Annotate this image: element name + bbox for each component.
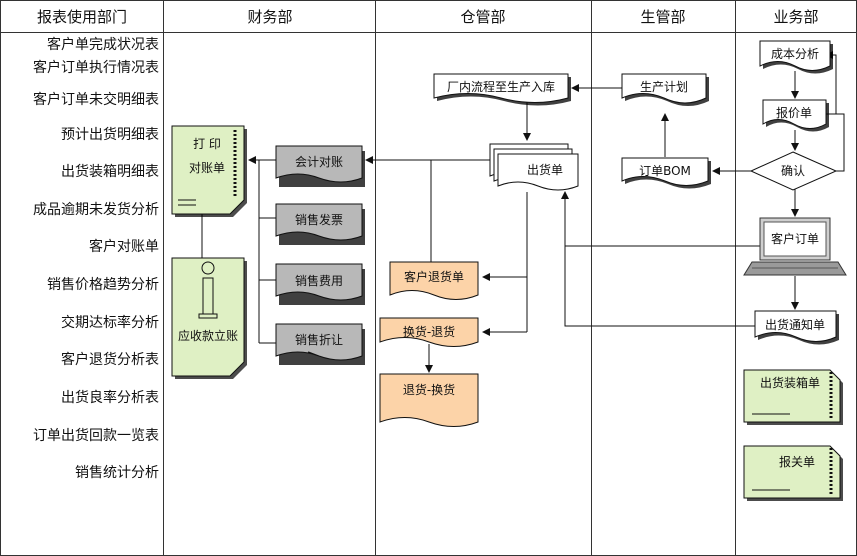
accounting-check-doc[interactable]: 会计对账 [275, 145, 365, 187]
ar-ledger-note[interactable]: 应收款立账 [171, 257, 247, 379]
statement-note[interactable]: 打 印 对账单 [171, 125, 247, 217]
customer-return-doc[interactable]: 客户退货单 [389, 261, 479, 300]
accounting-check-label: 会计对账 [295, 155, 343, 169]
report-item: 销售价格趋势分析 [47, 277, 159, 293]
report-item: 交期达标率分析 [61, 314, 159, 331]
lane-header-reports: 报表使用部门 [37, 8, 127, 26]
shipping-notice-doc[interactable]: 出货通知单 [754, 310, 839, 345]
customs-doc-label: 报关单 [779, 454, 815, 469]
confirm-decision[interactable]: 确认 [749, 151, 838, 191]
production-plan-doc[interactable]: 生产计划 [621, 73, 709, 106]
report-item: 客户对账单 [89, 238, 159, 255]
ar-ledger-label: 应收款立账 [178, 328, 238, 343]
cost-analysis-label: 成本分析 [771, 47, 819, 61]
lane-header-finance: 财务部 [247, 8, 292, 26]
report-item: 销售统计分析 [75, 465, 159, 481]
report-item: 客户退货分析表 [61, 351, 159, 368]
report-item: 预计出货明细表 [61, 126, 159, 143]
customer-order-label: 客户订单 [771, 231, 819, 246]
report-item: 出货良率分析表 [61, 389, 159, 406]
order-bom-label: 订单BOM [639, 164, 691, 178]
report-item: 成品逾期未发货分析 [33, 201, 159, 218]
report-item: 客户订单未交明细表 [33, 91, 159, 108]
factory-flow-doc[interactable]: 厂内流程至生产入库 [433, 73, 571, 106]
lane-header-production: 生管部 [640, 8, 685, 26]
sales-expense-doc[interactable]: 销售费用 [275, 263, 365, 305]
sales-discount-label: 销售折让 [295, 332, 343, 347]
factory-flow-label: 厂内流程至生产入库 [447, 79, 555, 94]
report-item: 客户单完成状况表 [47, 36, 159, 53]
sales-expense-label: 销售费用 [295, 273, 343, 288]
sales-invoice-label: 销售发票 [295, 212, 343, 227]
lane-header-business: 业务部 [773, 8, 818, 26]
report-item: 出货装箱明细表 [61, 163, 159, 180]
packing-list-label: 出货装箱单 [760, 375, 820, 390]
sales-invoice-doc[interactable]: 销售发票 [275, 203, 365, 245]
customer-return-label: 客户退货单 [404, 269, 464, 284]
info-icon [198, 261, 218, 319]
print-label: 打 印 [193, 137, 221, 151]
quote-label: 报价单 [776, 105, 812, 120]
quote-doc[interactable]: 报价单 [762, 99, 829, 132]
return-exchange-doc[interactable]: 退货-换货 [379, 373, 479, 427]
delivery-note-label: 出货单 [527, 162, 563, 177]
exchange-return-doc[interactable]: 换货-退货 [379, 317, 479, 347]
lane-header-warehouse: 仓管部 [460, 8, 505, 26]
customer-order-laptop[interactable]: 客户订单 [743, 217, 847, 276]
exchange-return-label: 换货-退货 [403, 324, 455, 339]
report-list: 客户单完成状况表 客户订单执行情况表 客户订单未交明细表 预计出货明细表 出货装… [33, 36, 159, 481]
production-plan-label: 生产计划 [640, 80, 688, 94]
confirm-label: 确认 [781, 164, 805, 178]
order-bom-doc[interactable]: 订单BOM [621, 157, 711, 189]
return-exchange-label: 退货-换货 [403, 382, 455, 397]
statement-label: 对账单 [189, 161, 225, 175]
delivery-note-stack[interactable]: 出货单 [489, 143, 579, 191]
report-item: 客户订单执行情况表 [33, 59, 159, 76]
customs-doc-note[interactable]: 报关单 [743, 445, 843, 501]
cost-analysis-doc[interactable]: 成本分析 [759, 40, 833, 74]
sales-discount-doc[interactable]: 销售折让 [275, 323, 365, 365]
report-item: 订单出货回款一览表 [33, 427, 159, 444]
shipping-notice-label: 出货通知单 [765, 317, 825, 332]
packing-list-note[interactable]: 出货装箱单 [743, 369, 843, 425]
